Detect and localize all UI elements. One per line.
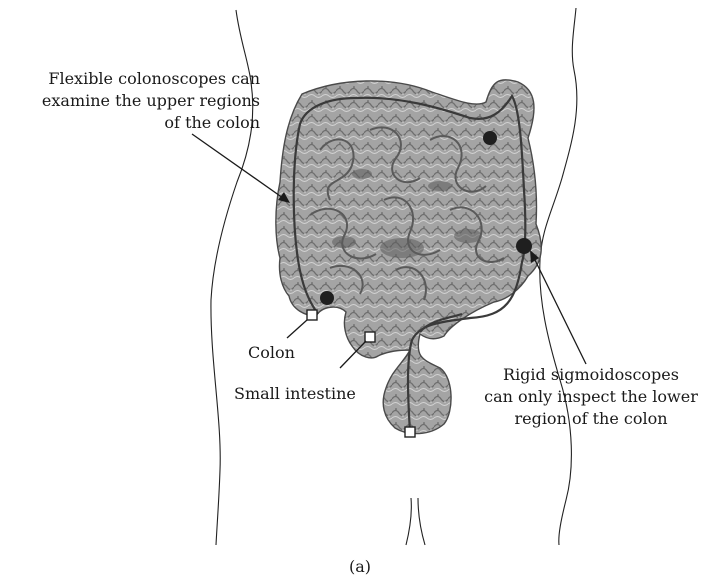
small-intestine-marker	[365, 332, 375, 342]
flexible-colonoscope-label: Flexible colonoscopes can examine the up…	[8, 68, 260, 134]
rigid-sigmoidoscope-label: Rigid sigmoidoscopes can only inspect th…	[484, 364, 698, 430]
panel-label: (a)	[340, 556, 380, 578]
torso-right-contour	[540, 8, 577, 545]
colon-marker	[307, 310, 317, 320]
rigid-leader-line	[534, 258, 586, 364]
rigid-label-line-3: region of the colon	[484, 408, 698, 430]
rigid-label-line-2: can only inspect the lower	[484, 386, 698, 408]
rigid-label-line-1: Rigid sigmoidoscopes	[484, 364, 698, 386]
rectum-marker	[405, 427, 415, 437]
dot-upper-right	[483, 131, 497, 145]
colon-leader-line	[287, 320, 307, 338]
flexible-leader-line	[192, 134, 283, 198]
leg-right-contour	[418, 498, 425, 545]
flexible-label-line-1: Flexible colonoscopes can	[8, 68, 260, 90]
leg-left-contour	[406, 498, 411, 545]
dot-right-side	[516, 238, 532, 254]
flexible-label-line-2: examine the upper regions	[8, 90, 260, 112]
small-intestine-label: Small intestine	[234, 383, 356, 405]
dot-lower-left	[320, 291, 334, 305]
flexible-label-line-3: of the colon	[8, 112, 260, 134]
colon-label: Colon	[248, 342, 295, 364]
